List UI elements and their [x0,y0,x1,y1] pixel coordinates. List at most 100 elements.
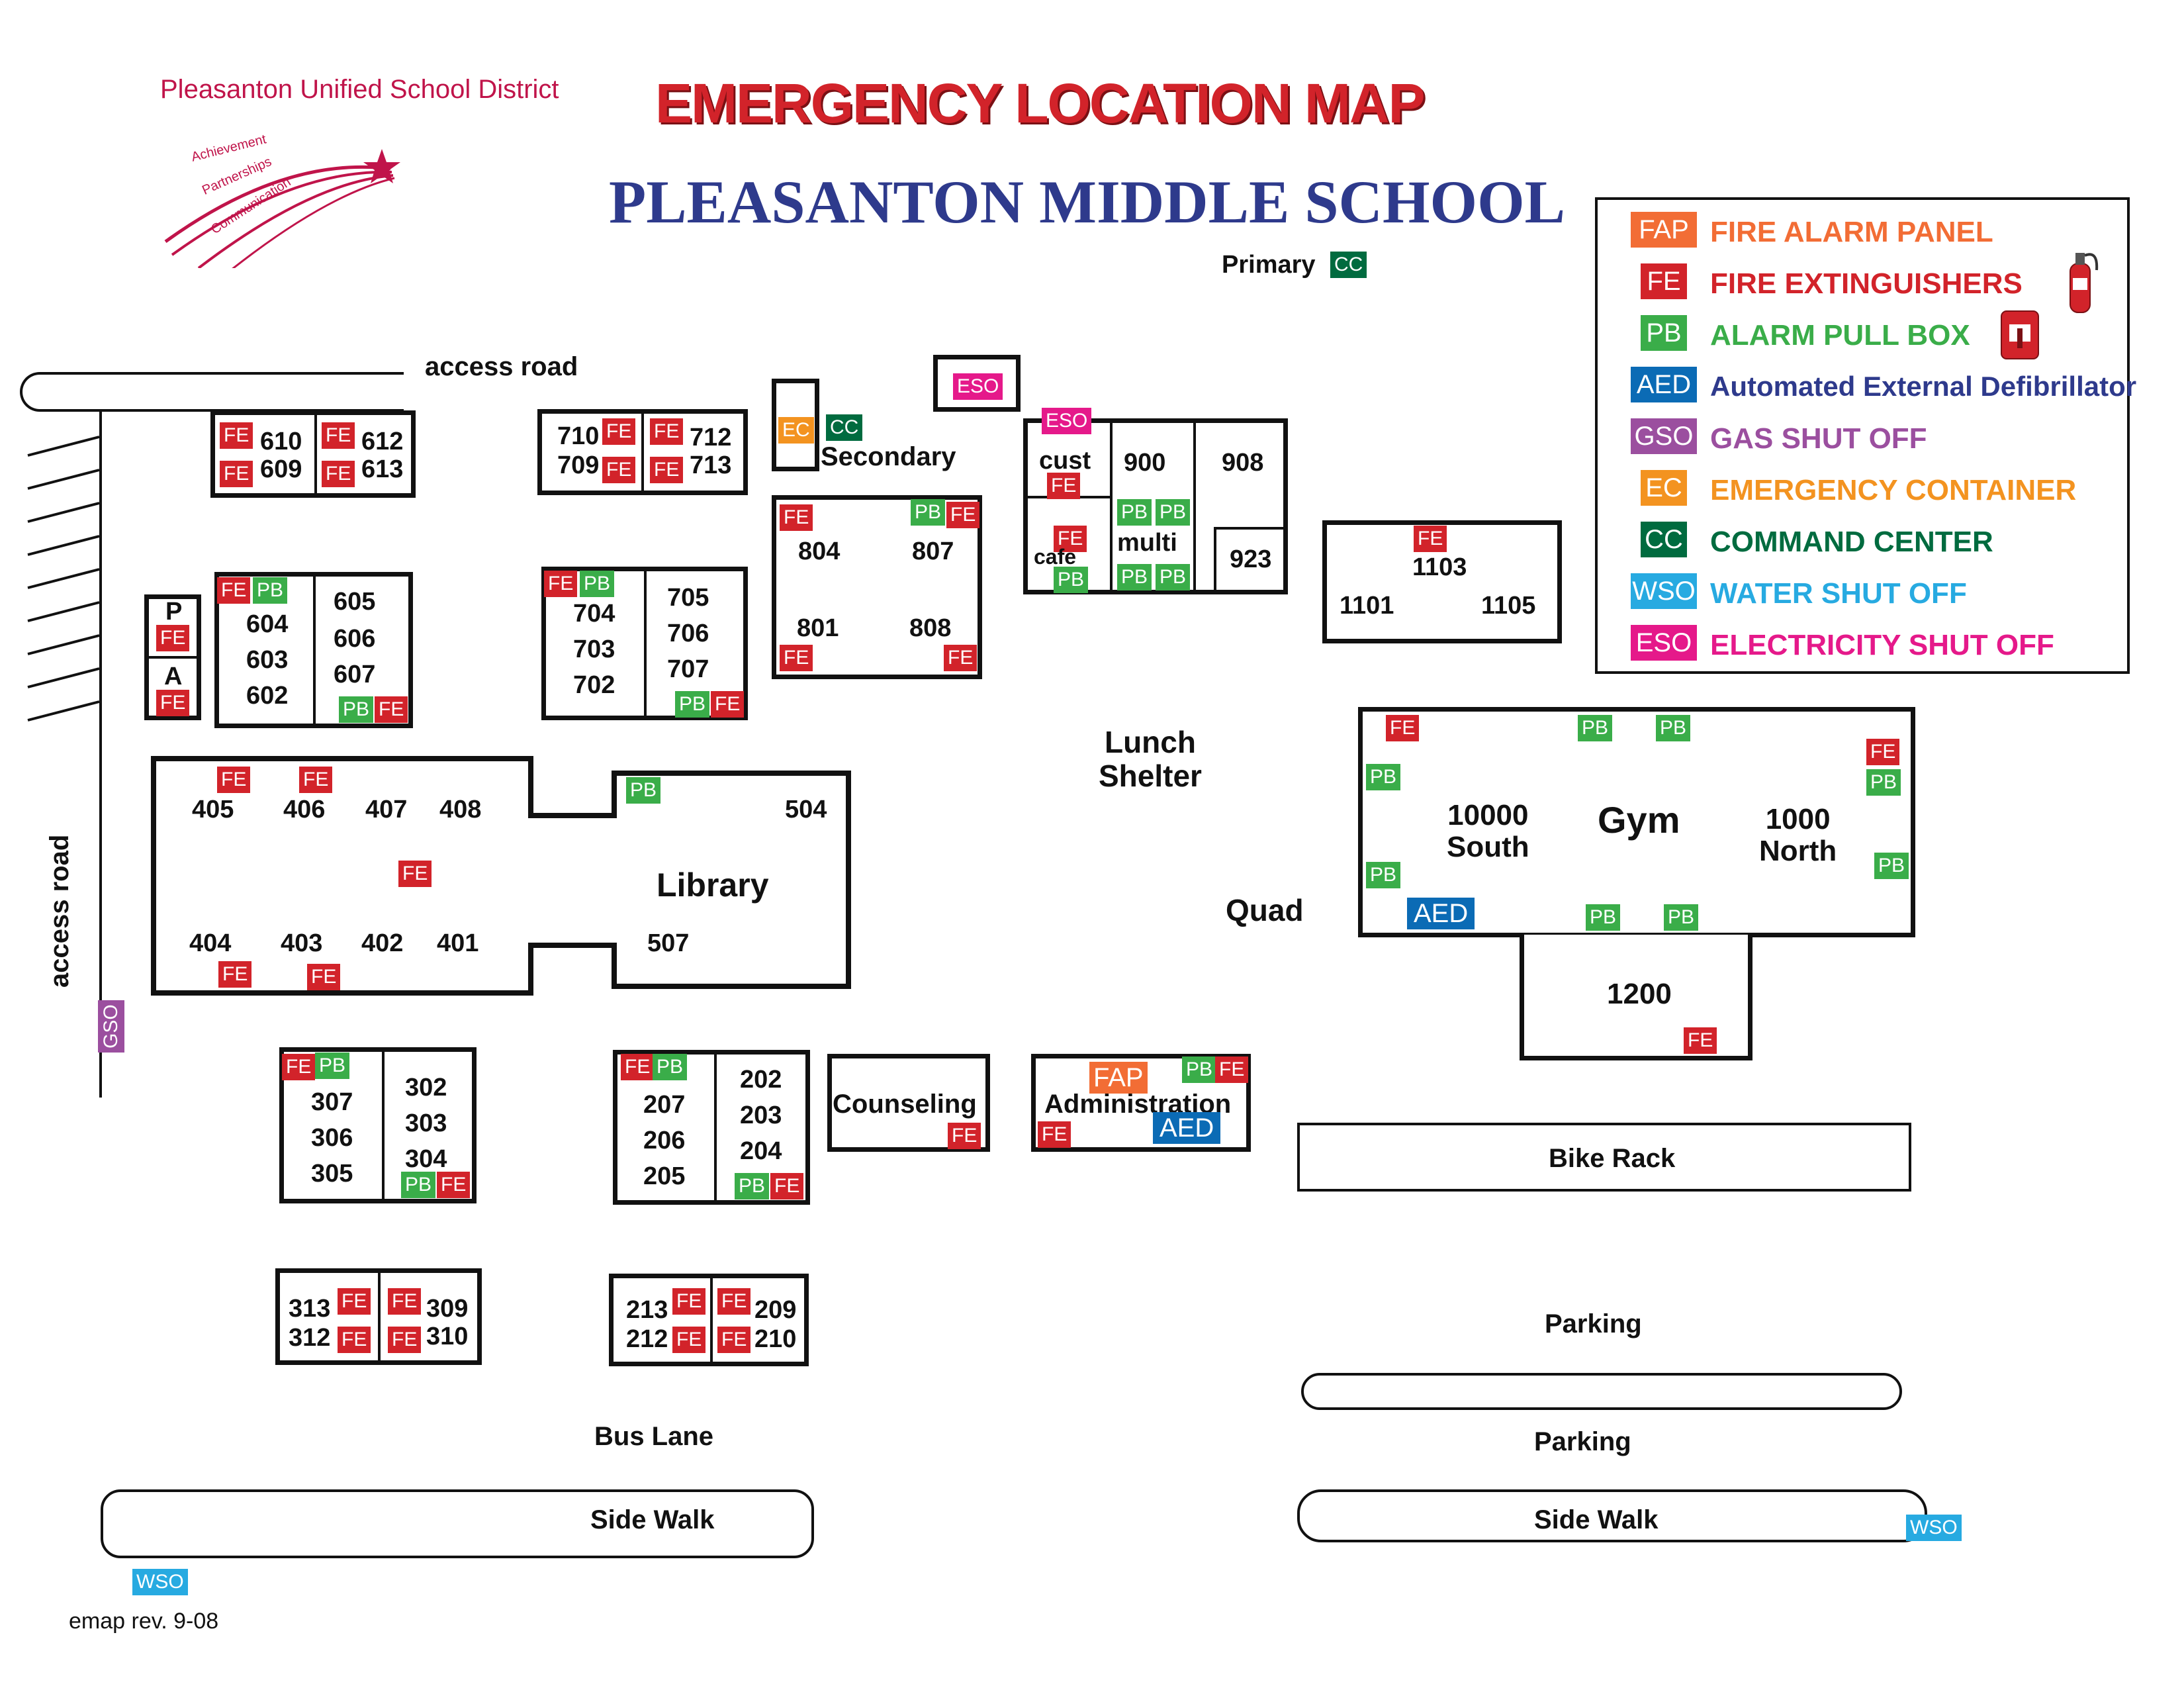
sidewalk-left-label: Side Walk [590,1505,715,1534]
pb-admin: PB [1182,1056,1217,1083]
fe-cust: FE [1047,473,1081,499]
fe-gym-1: FE [1386,715,1420,741]
primary-command-center: CC [1330,252,1367,278]
pb-304: PB [401,1172,436,1198]
fe-counseling: FE [948,1123,981,1149]
room-612: 612 [361,428,404,455]
fe-admin-2: FE [1038,1121,1071,1148]
wso-right: WSO [1906,1515,1962,1541]
building-1200 [1520,935,1752,1060]
pb-multi-4: PB [1156,564,1191,590]
room-609: 609 [260,455,302,483]
access-road-side-line [99,409,102,1098]
access-road-top-line [99,372,404,375]
fe-804: FE [780,504,813,531]
pb-multi-1: PB [1117,499,1152,526]
aed-admin: AED [1153,1112,1221,1144]
room-203: 203 [740,1102,782,1129]
bus-lane-label: Bus Lane [594,1422,714,1451]
room-900: 900 [1124,449,1166,477]
school-name: PLEASANTON MIDDLE SCHOOL [609,168,1566,236]
room-302: 302 [405,1074,447,1102]
pb-gym-1: PB [1578,715,1613,741]
pull-box-icon [2001,310,2039,359]
fe-310: FE [388,1327,422,1353]
room-808: 808 [909,614,952,642]
fe-304: FE [437,1172,471,1198]
fe-712: FE [650,418,684,445]
fe-209: FE [717,1288,751,1315]
room-305: 305 [311,1160,353,1188]
room-709: 709 [557,451,600,479]
eso-900: ESO [1042,408,1092,434]
room-713: 713 [690,451,732,479]
legend-code-aed: AED [1631,367,1697,402]
fe-1103: FE [1414,526,1447,552]
room-613: 613 [361,455,404,483]
legend-text-aed: Automated External Defibrillator [1710,371,2137,402]
bike-rack-label: Bike Rack [1549,1144,1676,1173]
district-name: Pleasanton Unified School District [160,75,559,104]
fe-313: FE [338,1288,371,1315]
bike-rack [1297,1123,1911,1192]
building-313 [275,1268,482,1365]
pb-gym-7: PB [1586,904,1621,931]
fe-612: FE [322,422,355,449]
room-401: 401 [437,929,479,957]
room-408: 408 [439,796,482,823]
eso-shed-marker: ESO [953,373,1003,400]
pb-gym-3: PB [1366,764,1401,790]
pb-cafe: PB [1054,567,1089,593]
legend-code-eso: ESO [1631,625,1697,661]
star-icon [363,149,400,183]
room-307: 307 [311,1088,353,1116]
pb-707: PB [675,691,710,718]
room-706: 706 [667,620,709,647]
room-603: 603 [246,646,289,674]
room-705: 705 [667,584,709,612]
room-404: 404 [189,929,232,957]
room-1101: 1101 [1340,592,1394,620]
legend-code-wso: WSO [1631,573,1697,609]
room-704: 704 [573,600,615,628]
fe-406: FE [299,767,333,793]
fe-gym-2: FE [1866,739,1900,765]
room-703: 703 [573,635,615,663]
fe-704: FE [544,571,578,597]
room-602: 602 [246,682,289,710]
fe-cafe: FE [1054,526,1087,552]
fe-404: FE [218,961,252,988]
fe-405: FE [217,767,251,793]
fe-710: FE [602,418,636,445]
legend-code-ec: EC [1641,470,1687,506]
room-213: 213 [626,1296,668,1324]
pb-307: PB [315,1053,350,1079]
room-210: 210 [754,1325,797,1353]
legend-text-wso: WATER SHUT OFF [1710,577,1967,610]
room-402: 402 [361,929,404,957]
room-1103: 1103 [1412,553,1467,581]
fe-309: FE [388,1288,422,1315]
map-title: EMERGENCY LOCATION MAP [655,72,1426,134]
pb-807: PB [911,499,946,526]
fe-709: FE [602,457,636,483]
room-710: 710 [557,422,600,450]
room-209: 209 [754,1296,797,1324]
room-304: 304 [405,1145,447,1173]
parking-label-1: Parking [1545,1309,1642,1338]
room-712: 712 [690,424,732,451]
legend-text-gso: GAS SHUT OFF [1710,422,1927,455]
legend-code-cc: CC [1641,522,1687,557]
secondary-label: Secondary [821,442,956,471]
legend-code-fe: FE [1641,263,1687,299]
room-507: 507 [647,929,690,957]
fap-admin: FAP [1089,1062,1148,1094]
fe-p: FE [156,625,190,651]
fe-213: FE [672,1288,706,1315]
counseling-label: Counseling [833,1090,977,1119]
building-library [151,756,851,996]
cust-label: cust [1039,447,1091,475]
fe-610: FE [220,422,253,449]
room-1105: 1105 [1481,592,1536,620]
room-206: 206 [643,1127,686,1154]
